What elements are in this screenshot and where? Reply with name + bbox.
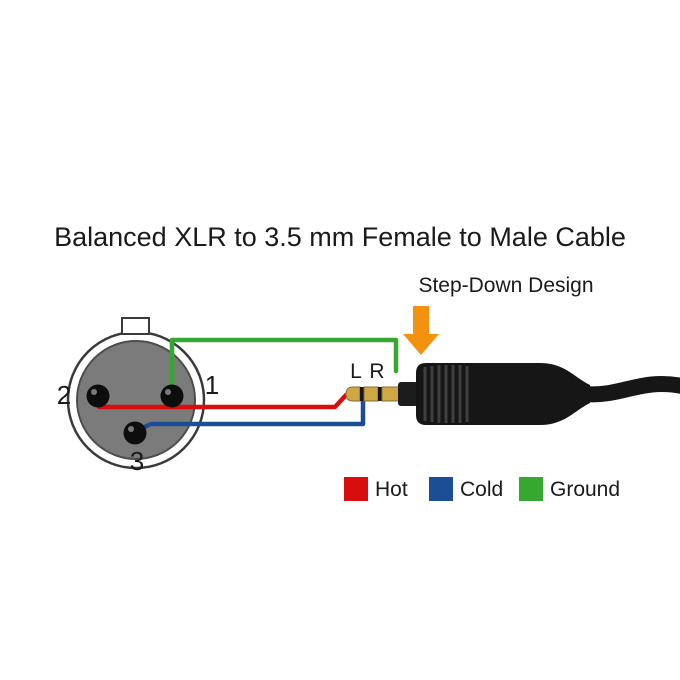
xlr-inner-disc	[76, 340, 196, 460]
xlr-pins	[86, 384, 184, 445]
pin-2-highlight	[91, 389, 97, 395]
right-channel-label: R	[369, 360, 384, 383]
strain-relief-ribs	[423, 365, 469, 423]
plug-sleeve	[381, 386, 401, 402]
diagram-title: Balanced XLR to 3.5 mm Female to Male Ca…	[54, 222, 626, 252]
legend-label-cold: Cold	[460, 478, 503, 501]
ground-wire	[169, 337, 399, 397]
legend-swatch-ground	[519, 477, 543, 501]
legend-swatch-hot	[344, 477, 368, 501]
down-arrow-icon	[403, 306, 439, 355]
legend-label-ground: Ground	[550, 478, 620, 501]
left-channel-label: L	[350, 360, 362, 383]
cable	[577, 376, 680, 403]
xlr-pin-2	[86, 384, 110, 408]
step-down-label: Step-Down Design	[418, 274, 593, 297]
legend-label-hot: Hot	[375, 478, 408, 501]
pin-3-label: 3	[130, 446, 144, 476]
plug-insulator-1	[360, 387, 364, 401]
trs-plug	[345, 382, 418, 406]
xlr-notch	[121, 317, 150, 335]
pin-3-highlight	[128, 426, 134, 432]
plug-ring	[363, 386, 379, 402]
pin-1-highlight	[165, 389, 171, 395]
plug-base	[398, 382, 418, 406]
jack-housing	[416, 363, 590, 425]
plug-tip	[345, 386, 361, 402]
pin-1-label: 1	[205, 370, 219, 400]
pin-2-label: 2	[57, 380, 71, 410]
legend: Hot Cold Ground	[344, 477, 620, 501]
legend-swatch-cold	[429, 477, 453, 501]
xlr-pin-1	[160, 384, 184, 408]
jack-body	[416, 363, 590, 425]
xlr-pin-3	[123, 421, 147, 445]
plug-insulator-2	[378, 387, 382, 401]
